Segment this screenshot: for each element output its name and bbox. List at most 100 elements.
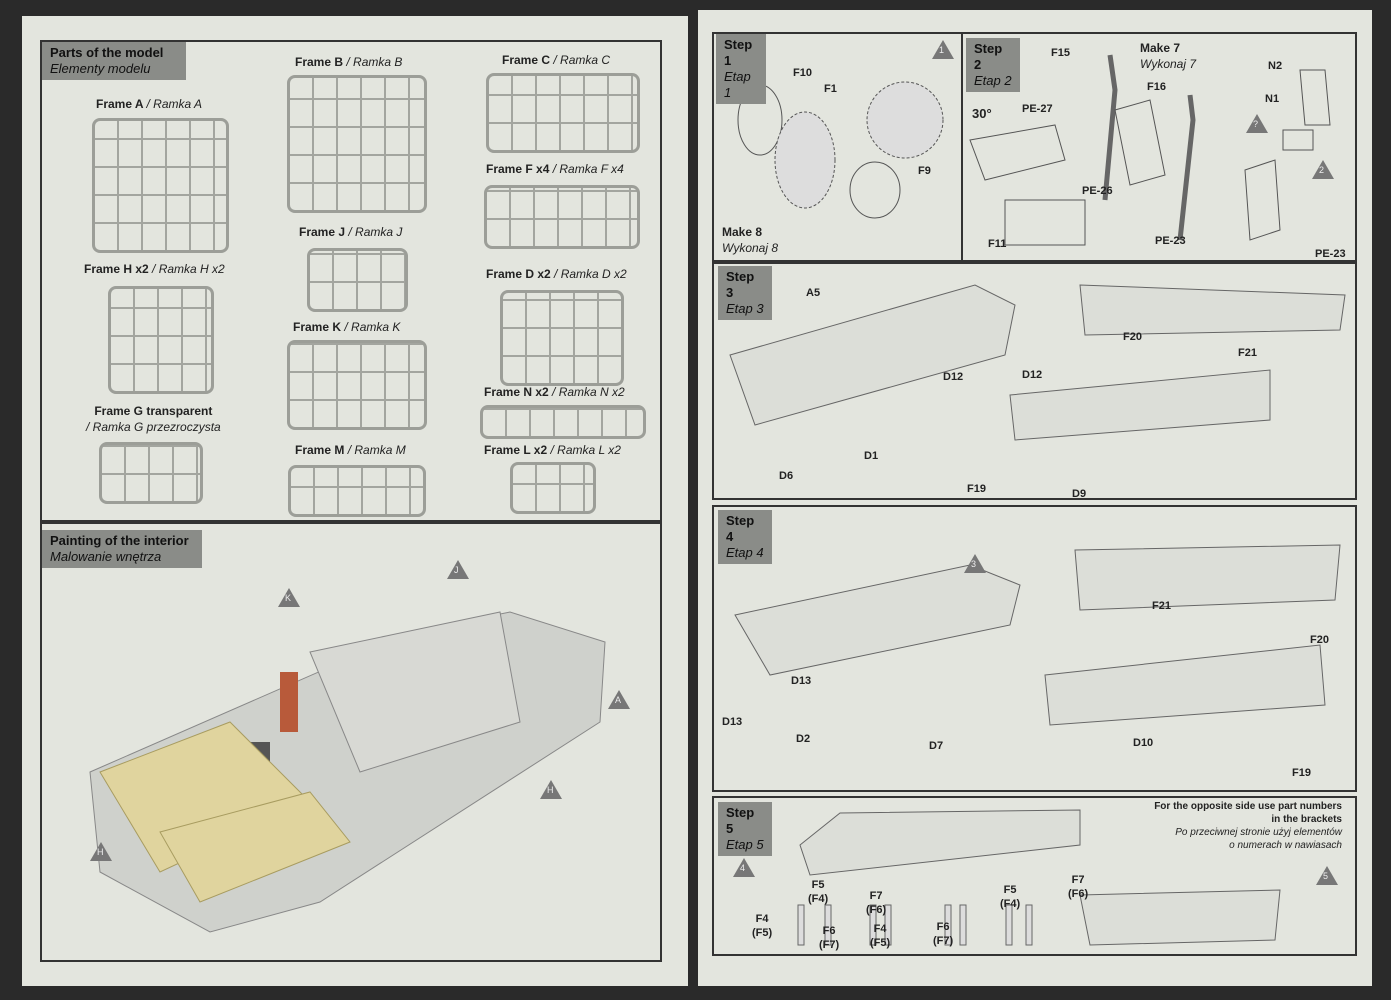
- part-PE-23-b: PE-23: [1315, 248, 1346, 260]
- frame-n-sprue: [480, 405, 646, 439]
- parts-header: Parts of the model Elementy modelu: [42, 42, 186, 80]
- part-F19: F19: [1292, 767, 1311, 779]
- part-F4-a: F4(F5): [752, 913, 773, 939]
- part-N2: N2: [1268, 60, 1283, 72]
- part-D1: D1: [864, 450, 879, 462]
- frame-b-label: Frame B / Ramka B: [295, 55, 403, 69]
- frame-f-label: Frame F x4 / Ramka F x4: [486, 162, 624, 176]
- step2-marker-q: ?: [1246, 114, 1268, 133]
- frame-m-sprue: [288, 465, 426, 517]
- step2-panel: [961, 32, 1357, 262]
- marker-h-left: H: [90, 842, 112, 861]
- painting-subtitle: Malowanie wnętrza: [50, 549, 162, 564]
- frame-b-sprue: [287, 75, 427, 213]
- marker-a: A: [608, 690, 630, 709]
- part-PE-27: PE-27: [1022, 103, 1053, 115]
- part-F19: F19: [967, 483, 986, 495]
- frame-c-sprue: [486, 73, 640, 153]
- part-D12-a: D12: [943, 371, 964, 383]
- interior-illustration: [89, 611, 606, 933]
- note-pl-2: o numerach w nawiasach: [1229, 840, 1342, 851]
- part-F10: F10: [793, 67, 812, 79]
- step3-illustration: [729, 284, 1346, 441]
- frame-j-label: Frame J / Ramka J: [299, 225, 403, 239]
- seat-illustration: [969, 54, 1331, 246]
- part-D9: D9: [1072, 488, 1087, 500]
- part-PE-23-a: PE-23: [1155, 235, 1186, 247]
- part-N1: N1: [1265, 93, 1280, 105]
- marker-k: K: [278, 588, 300, 607]
- step5-note: For the opposite side use part numbers i…: [1080, 800, 1342, 852]
- step5-illustration: [797, 809, 1281, 946]
- part-F9: F9: [918, 165, 931, 177]
- part-F4-b: F4(F5): [870, 923, 891, 949]
- frame-d-sprue: [500, 290, 624, 386]
- marker-h-right: H: [540, 780, 562, 799]
- step5-marker-5: 5: [1316, 866, 1338, 885]
- frame-c-label: Frame C / Ramka C: [502, 53, 611, 67]
- frame-l-label: Frame L x2 / Ramka L x2: [484, 443, 621, 457]
- wheel-illustration: [737, 81, 944, 219]
- part-F20: F20: [1123, 331, 1142, 343]
- part-F6-a: F6(F7): [819, 925, 840, 951]
- frame-k-label: Frame K / Ramka K: [293, 320, 401, 334]
- part-F7-a: F7(F6): [866, 890, 887, 916]
- part-F5-b: F5(F4): [1000, 884, 1021, 910]
- part-A5: A5: [806, 287, 821, 299]
- frame-f-sprue: [484, 185, 640, 249]
- part-D13-a: D13: [722, 716, 743, 728]
- step5-marker-4: 4: [733, 858, 755, 877]
- part-PE-26: PE-26: [1082, 185, 1113, 197]
- frame-h-sprue: [108, 286, 214, 394]
- part-F21: F21: [1152, 600, 1171, 612]
- part-D10: D10: [1133, 737, 1154, 749]
- step3-panel: [712, 262, 1357, 500]
- frame-a-label: Frame A / Ramka A: [96, 97, 203, 111]
- part-D12-b: D12: [1022, 369, 1043, 381]
- step5-panel: [712, 796, 1357, 956]
- parts-subtitle: Elementy modelu: [50, 61, 151, 76]
- part-D2: D2: [796, 733, 811, 745]
- frame-a-sprue: [92, 118, 229, 253]
- angle-label: 30°: [972, 106, 992, 121]
- painting-header: Painting of the interior Malowanie wnętr…: [42, 530, 202, 568]
- step4-panel: [712, 505, 1357, 792]
- part-D13-b: D13: [791, 675, 812, 687]
- painting-panel: [40, 522, 662, 962]
- parts-title: Parts of the model: [50, 45, 164, 60]
- frame-g-sprue: [99, 442, 203, 504]
- parts-panel: [40, 40, 662, 522]
- painting-title: Painting of the interior: [50, 533, 189, 548]
- part-F7-b: F7(F6): [1068, 874, 1089, 900]
- frame-n-label: Frame N x2 / Ramka N x2: [484, 385, 625, 399]
- note-en-1: For the opposite side use part numbers: [1154, 801, 1342, 812]
- frame-j-sprue: [307, 248, 408, 312]
- part-F6-b: F6(F7): [933, 921, 954, 947]
- frame-g-label: Frame G transparent/ Ramka G przezroczys…: [86, 404, 221, 434]
- frame-m-label: Frame M / Ramka M: [295, 443, 406, 457]
- part-D6: D6: [779, 470, 794, 482]
- frame-d-label: Frame D x2 / Ramka D x2: [486, 267, 627, 281]
- part-F5-a: F5(F4): [808, 879, 829, 905]
- part-F15: F15: [1051, 47, 1070, 59]
- step2-marker-2: 2: [1312, 160, 1334, 179]
- step4-illustration: [734, 544, 1341, 726]
- frame-l-sprue: [510, 462, 596, 514]
- marker-j: J: [447, 560, 469, 579]
- part-F16: F16: [1147, 81, 1166, 93]
- part-F20: F20: [1310, 634, 1329, 646]
- step4-marker: 3: [964, 554, 986, 573]
- note-en-2: in the brackets: [1271, 814, 1342, 825]
- step1-marker: 1: [932, 40, 954, 59]
- frame-k-sprue: [287, 340, 427, 430]
- part-F1: F1: [824, 83, 837, 95]
- part-D7: D7: [929, 740, 944, 752]
- frame-h-label: Frame H x2 / Ramka H x2: [84, 262, 225, 276]
- part-F21: F21: [1238, 347, 1257, 359]
